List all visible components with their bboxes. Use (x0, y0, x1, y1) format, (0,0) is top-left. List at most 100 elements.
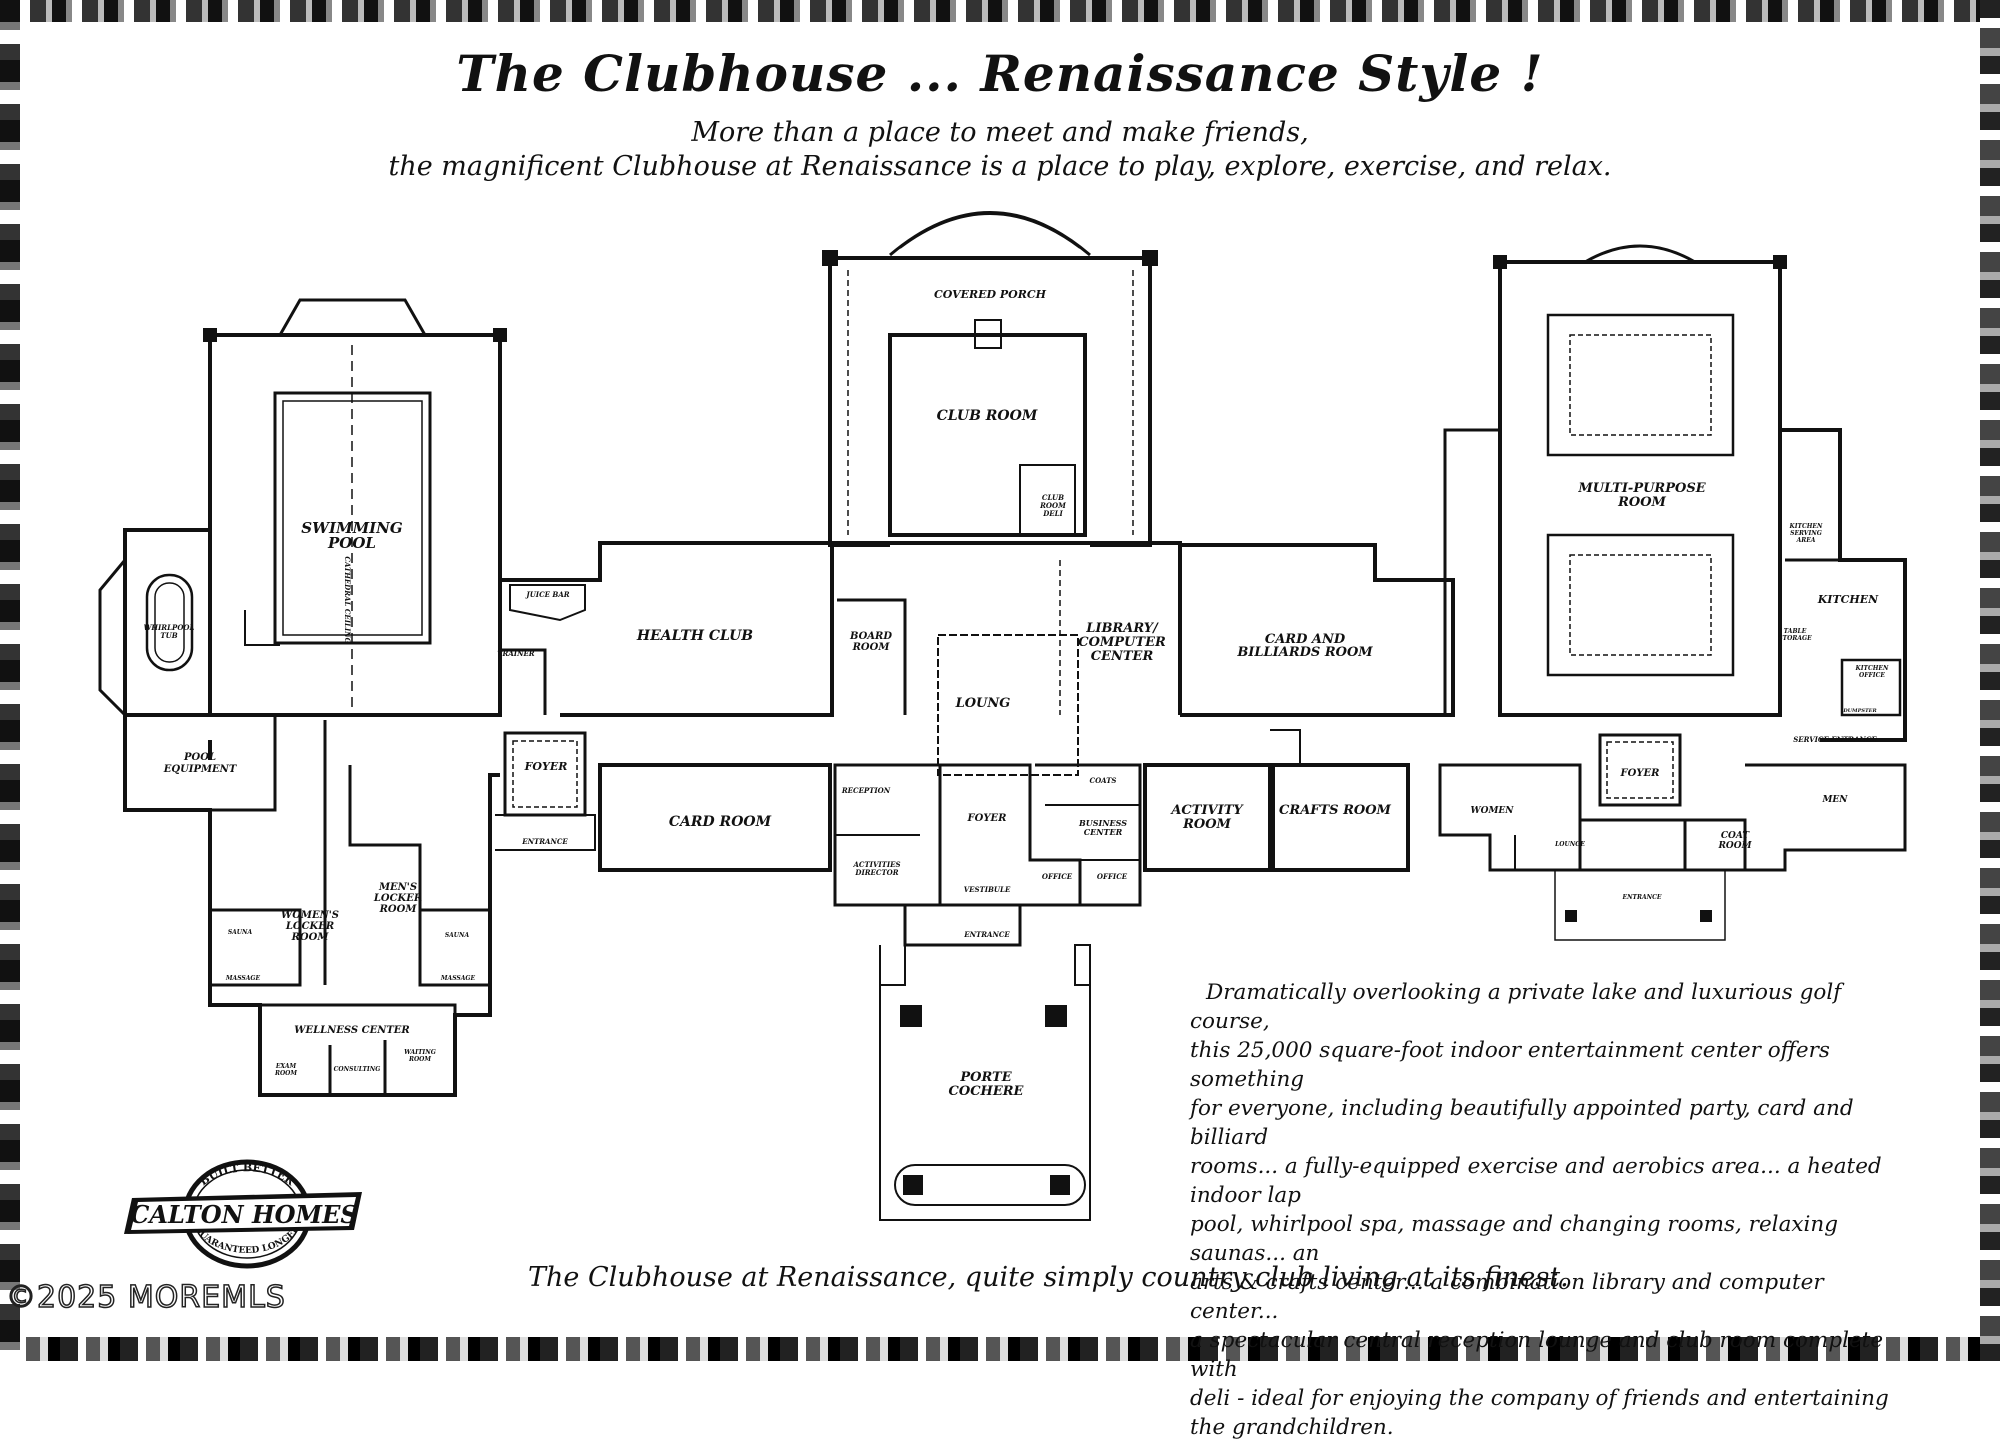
label-multi-purpose-2: ROOM (1617, 495, 1666, 510)
label-business-center-2: CENTER (1084, 827, 1123, 837)
label-card-billiards-1: CARD AND (1265, 632, 1346, 647)
label-covered-porch: COVERED PORCH (934, 288, 1047, 301)
description-line-8: deli - ideal for enjoying the company of… (1190, 1386, 1889, 1411)
decorative-border-right (1980, 0, 2000, 1361)
label-club-room-deli-1: CLUB (1042, 493, 1064, 502)
label-crafts-room: CRAFTS ROOM (1279, 803, 1392, 818)
tagline-text: The Clubhouse at Renaissance, quite simp… (528, 1262, 1569, 1293)
column-1 (900, 1005, 922, 1027)
label-club-room-deli-3: DELI (1042, 509, 1063, 518)
decorative-border-bottom (0, 1337, 2000, 1361)
label-men: MEN (1821, 795, 1848, 805)
description-line-4: rooms... a fully-equipped exercise and a… (1190, 1154, 1882, 1208)
label-kitchen-office-2: OFFICE (1859, 672, 1885, 679)
label-whirlpool-tub-2: TUB (160, 631, 177, 640)
label-entrance-left: ENTRANCE (521, 837, 568, 846)
label-activity-room-2: ROOM (1182, 817, 1231, 832)
label-massage-2: MASSAGE (440, 975, 476, 982)
label-kitchen-office-1: KITCHEN (1855, 665, 1890, 672)
label-mens-locker-2: LOCKER (373, 893, 422, 904)
decorative-border-top (0, 0, 2000, 22)
board-room-walls (837, 598, 907, 715)
label-juice-bar: JUICE BAR (524, 590, 569, 599)
entrance-right-walls (1554, 870, 1726, 941)
label-office-2: OFFICE (1097, 872, 1128, 881)
label-board-room-1: BOARD (849, 631, 892, 642)
label-women: WOMEN (1471, 806, 1515, 816)
multi-purpose-arch (1584, 244, 1696, 264)
description-line-1: Dramatically overlooking a private lake … (1190, 980, 1842, 1034)
label-foyer-center: FOYER (967, 813, 1007, 824)
label-massage-1: MASSAGE (225, 975, 261, 982)
activity-room-walls (1143, 763, 1272, 872)
men-restroom-walls (1745, 763, 1907, 872)
porch-arch-inner (899, 213, 1081, 249)
kitchen-office-walls (1840, 658, 1902, 717)
vestibule-walls (903, 905, 1022, 947)
label-coats: COATS (1090, 776, 1117, 785)
label-sauna-2: SAUNA (445, 932, 470, 939)
description-paragraph: Dramatically overlooking a private lake … (1190, 978, 1910, 1442)
business-center-walls (1035, 763, 1142, 907)
description-line-2: this 25,000 square-foot indoor entertain… (1190, 1038, 1830, 1092)
label-loung: LOUNG (955, 696, 1011, 711)
calton-homes-logo: BUILT BETTER GUARANTEED LONGER CALTON HO… (124, 1159, 362, 1269)
label-swimming-pool-1: SWIMMING (301, 519, 403, 537)
description-line-6: arts & crafts center... a combination li… (1190, 1270, 1824, 1324)
juice-bar-outline (509, 584, 586, 622)
description-line-7: a spectacular central reception lounge a… (1190, 1328, 1884, 1382)
label-health-club: HEALTH CLUB (636, 628, 753, 644)
label-office-1: OFFICE (1042, 872, 1073, 881)
label-coat-room-2: ROOM (1717, 841, 1752, 851)
label-library-3: CENTER (1091, 649, 1154, 664)
entrance-left-walls (495, 814, 596, 851)
foyer-center-walls (940, 763, 1082, 907)
label-womens-locker-3: ROOM (291, 932, 330, 943)
porte-cochere-island (894, 1164, 1086, 1206)
label-mens-locker-3: ROOM (379, 904, 418, 915)
label-womens-locker-1: WOMEN'S (281, 910, 339, 921)
label-consulting: CONSULTING (334, 1066, 381, 1073)
label-sauna-1: SAUNA (228, 929, 253, 936)
card-billiards-walls (1180, 543, 1455, 717)
label-mens-locker-1: MEN'S (378, 882, 417, 893)
label-kitchen-serving-1: KITCHEN (1789, 523, 1824, 530)
label-activities-director-2: DIRECTOR (854, 868, 898, 877)
foyer-right-walls (1598, 733, 1682, 807)
copyright-watermark: ©2025 MOREMLS (5, 1279, 286, 1316)
label-multi-purpose-1: MULTI-PURPOSE (1577, 481, 1706, 496)
label-table-storage-2: STORAGE (1778, 635, 1812, 642)
kitchen-walls (1780, 428, 1907, 742)
multi-purpose-walls (1498, 260, 1782, 717)
page-title: The Clubhouse ... Renaissance Style ! (456, 44, 1544, 103)
porch-outline-left (828, 258, 890, 547)
label-card-billiards-2: BILLIARDS ROOM (1236, 645, 1373, 660)
label-lounge: LOUNGE (1554, 841, 1585, 848)
label-foyer-left: FOYER (524, 760, 568, 773)
card-room-walls (598, 763, 832, 872)
label-exam-room-1: EXAM (275, 1063, 297, 1070)
wellness-center-walls (258, 1003, 457, 1097)
label-waiting-room-2: ROOM (408, 1056, 431, 1063)
club-room-deli-walls (1019, 464, 1076, 536)
label-foyer-right: FOYER (1620, 768, 1660, 779)
foyer-left-walls (503, 731, 587, 817)
subtitle-line-2: the magnificent Clubhouse at Renaissance… (388, 151, 1612, 182)
label-club-room-deli-2: ROOM (1039, 501, 1066, 510)
label-kitchen: KITCHEN (1817, 593, 1879, 606)
porte-cochere-outline (879, 944, 1091, 1221)
label-service-entrance: SERVICE ENTRANCE (1793, 735, 1877, 744)
crafts-room-walls (1271, 763, 1410, 872)
label-exam-room-2: ROOM (274, 1070, 297, 1077)
label-coat-room-1: COAT (1721, 831, 1750, 841)
description-line-5: pool, whirlpool spa, massage and changin… (1190, 1212, 1838, 1266)
porch-outline (830, 256, 1152, 547)
label-club-room: CLUB ROOM (937, 408, 1038, 424)
label-cathedral-ceiling: CATHEDRAL CEILING (343, 556, 352, 643)
women-restroom-walls (1438, 763, 1582, 872)
label-pool-equipment-2: EQUIPMENT (163, 764, 238, 775)
page-subtitle: More than a place to meet and make frien… (0, 116, 2000, 184)
floor-plan-walls (98, 211, 1907, 1221)
label-entrance-center: ENTRANCE (963, 930, 1010, 939)
label-trainer: TRAINER (497, 649, 534, 658)
